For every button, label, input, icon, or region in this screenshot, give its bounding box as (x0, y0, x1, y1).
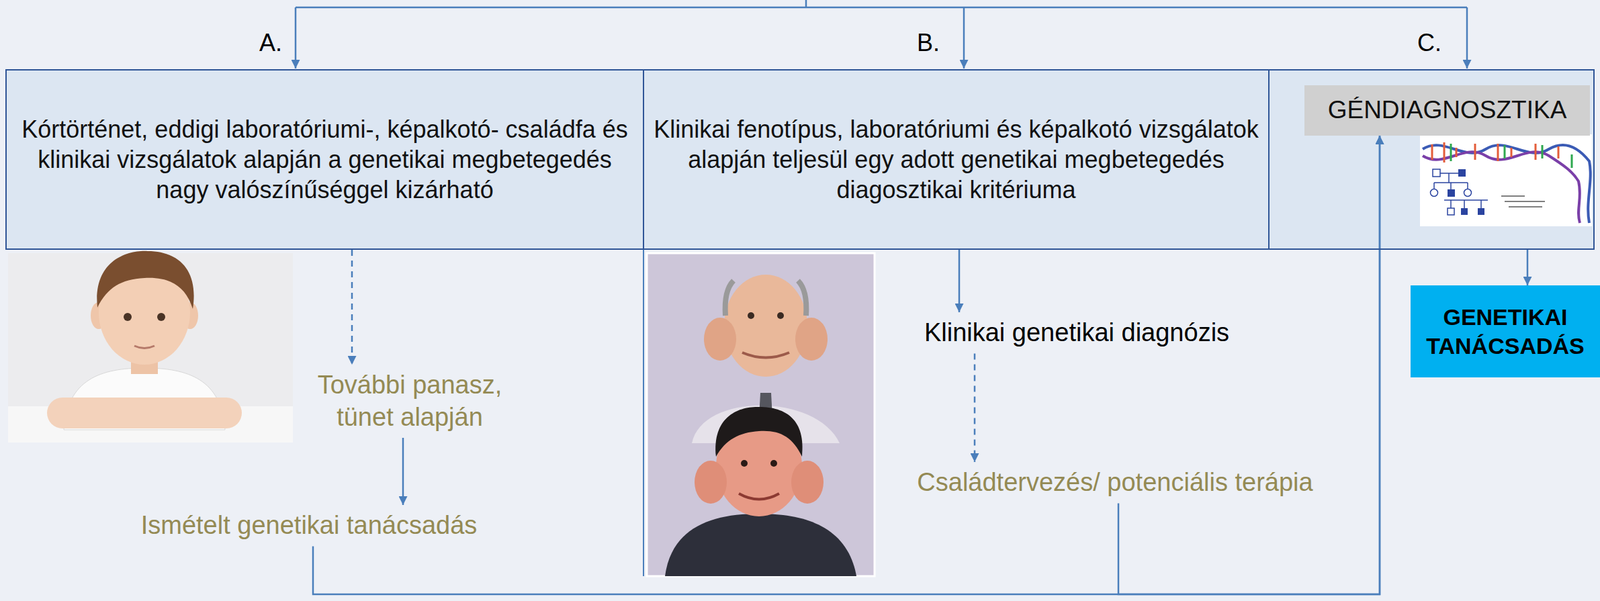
pedigree-lines (1434, 173, 1488, 209)
feed-line (295, 0, 1468, 8)
formula-strokes (1501, 196, 1545, 207)
pedigree-female (1430, 189, 1439, 197)
step-text: Ismételt genetikai tanácsadás (94, 508, 524, 544)
pedigree-male (1460, 208, 1468, 215)
sweater (664, 513, 857, 577)
feed-arrow (963, 7, 966, 69)
helix-rungs (1450, 143, 1572, 168)
eye (747, 312, 755, 320)
connector-arrow (1118, 135, 1380, 595)
eye (740, 460, 748, 467)
divider-line (642, 249, 645, 577)
panel-text: Klinikai fenotípus, laboratóriumi és kép… (653, 114, 1259, 205)
result-box: GENETIKAI TANÁCSADÁS (1410, 285, 1600, 378)
pedigree-female (1464, 189, 1472, 197)
face (724, 274, 808, 377)
eye (777, 312, 784, 320)
eye (123, 313, 132, 322)
step-text: További panasz, tünet alapján (302, 368, 518, 435)
hair (715, 407, 803, 457)
photo-ground (8, 253, 293, 443)
hair (96, 251, 194, 309)
eye (157, 313, 166, 322)
photo-ground (646, 253, 875, 577)
mouth (742, 352, 790, 359)
connector-arrow (402, 437, 405, 506)
helix-strand (1422, 145, 1591, 224)
category-panel: B.Klinikai fenotípus, laboratóriumi és k… (642, 69, 1270, 250)
category-panel: C.GÉNDIAGNOSZTIKA (1268, 69, 1595, 250)
connector-arrow (973, 353, 976, 463)
feed-arrow (1466, 7, 1469, 69)
pedigree-male (1477, 208, 1485, 215)
hand (795, 317, 828, 361)
panel-text: Kórtörténet, eddigi laboratóriumi-, képa… (16, 114, 634, 205)
step-text: Klinikai genetikai diagnózis (861, 315, 1292, 351)
pedigree-male (1458, 169, 1466, 177)
step-label: Klinikai genetikai diagnózis (864, 317, 1290, 350)
panel-letter: B. (916, 28, 940, 58)
family-photo (646, 253, 875, 577)
step-label: Családtervezés/ potenciális terápia (875, 466, 1355, 500)
box-title: GENETIKAI TANÁCSADÁS (1417, 302, 1594, 361)
process-box: GÉNDIAGNOSZTIKA (1304, 85, 1590, 136)
mouth (134, 345, 155, 349)
connector-arrow (351, 249, 354, 365)
pedigree-male (1447, 208, 1455, 215)
hand (694, 460, 727, 504)
band-ground (5, 69, 1595, 250)
step-label: További panasz, tünet alapján (304, 369, 515, 434)
step-label: Ismételt genetikai tanácsadás (96, 509, 522, 543)
mouth (738, 493, 780, 500)
step-text: Családtervezés/ potenciális terápia (873, 465, 1357, 501)
category-panel: A.Kórtörténet, eddigi laboratóriumi-, ké… (5, 69, 645, 250)
arms (47, 397, 242, 429)
hand (703, 317, 737, 361)
dna-picture (1419, 134, 1592, 227)
panel-letter: C. (1417, 28, 1442, 58)
hand (791, 460, 824, 504)
eye (770, 460, 778, 467)
picture-ground (1419, 134, 1592, 227)
pedigree-male (1447, 189, 1455, 197)
pedigree-male (1432, 169, 1441, 177)
connector-arrow (958, 249, 961, 313)
panel-letter: A. (259, 28, 283, 58)
child-photo (8, 251, 293, 443)
feed-arrow (294, 7, 297, 69)
connector-arrow (1526, 249, 1529, 286)
helix-strand (1422, 151, 1580, 224)
box-title: GÉNDIAGNOSZTIKA (1327, 95, 1568, 125)
hair (725, 280, 807, 316)
